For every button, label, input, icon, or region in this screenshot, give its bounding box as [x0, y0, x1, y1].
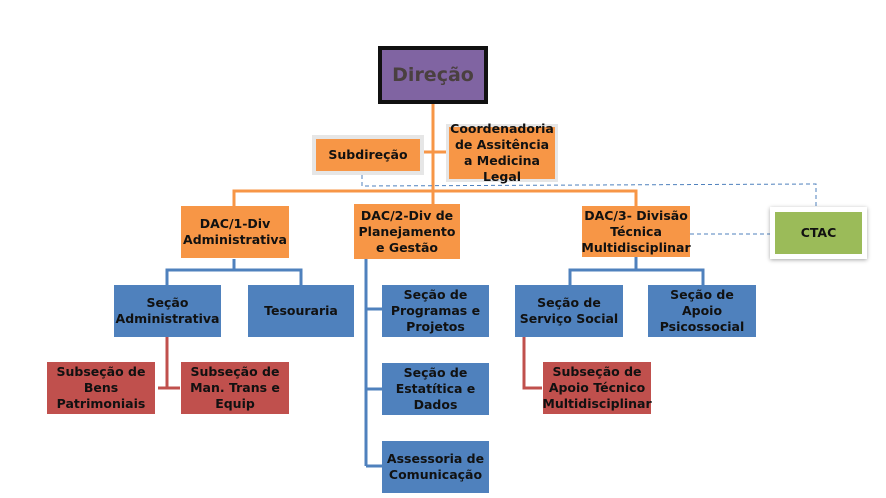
node-dac1-label: DAC/1-Div Administrativa: [183, 216, 287, 247]
connector-dac1-sections: [165, 268, 303, 286]
node-tesouraria-label: Tesouraria: [264, 303, 338, 318]
node-tesouraria[interactable]: Tesouraria: [248, 285, 354, 337]
connector-divisions: [232, 189, 638, 206]
node-dac2[interactable]: DAC/2-Div de Planejamento e Gestão: [354, 204, 460, 259]
node-secao-servico-social[interactable]: Seção de Serviço Social: [515, 285, 623, 337]
node-ctac-label: CTAC: [800, 225, 837, 240]
node-assessoria-comunicacao-label: Assessoria de Comunicação: [386, 451, 485, 482]
node-subsecao-apoio-tecnico-label: Subseção de Apoio Técnico Multidisciplin…: [542, 364, 652, 411]
node-subdirecao[interactable]: Subdireção: [312, 135, 424, 175]
node-secao-servico-social-label: Seção de Serviço Social: [519, 295, 619, 326]
dashed-subdirecao-link: [361, 175, 817, 208]
node-secao-administrativa-label: Seção Administrativa: [115, 295, 220, 326]
node-direcao-label: Direção: [392, 64, 474, 86]
node-dac3[interactable]: DAC/3- Divisão Técnica Multidisciplinar: [581, 206, 691, 257]
node-dac3-label: DAC/3- Divisão Técnica Multidisciplinar: [581, 207, 691, 255]
node-secao-programas-label: Seção de Programas e Projetos: [390, 287, 481, 334]
node-assessoria-comunicacao[interactable]: Assessoria de Comunicação: [382, 441, 489, 493]
node-dac1[interactable]: DAC/1-Div Administrativa: [181, 206, 289, 258]
node-subdirecao-label: Subdireção: [328, 147, 408, 162]
node-direcao[interactable]: Direção: [378, 46, 488, 104]
node-subsecao-bens-label: Subseção de Bens Patrimoniais: [56, 364, 146, 411]
node-coordenadoria-label: Coordenadoria de Assitência a Medicina L…: [450, 121, 554, 184]
node-secao-estatistica[interactable]: Seção de Estatítica e Dados: [382, 363, 489, 415]
node-subsecao-bens[interactable]: Subseção de Bens Patrimoniais: [47, 362, 155, 414]
connector-dac3-sections: [568, 268, 705, 286]
node-secao-estatistica-label: Seção de Estatítica e Dados: [395, 365, 476, 412]
node-secao-programas[interactable]: Seção de Programas e Projetos: [382, 285, 489, 337]
node-secao-apoio-psicossocial[interactable]: Seção de Apoio Psicossocial: [648, 285, 756, 337]
node-ctac[interactable]: CTAC: [770, 207, 867, 259]
node-secao-apoio-psicossocial-label: Seção de Apoio Psicossocial: [659, 287, 745, 334]
node-coordenadoria[interactable]: Coordenadoria de Assitência a Medicina L…: [446, 121, 558, 184]
connector-servico-sub: [522, 337, 542, 390]
node-dac2-label: DAC/2-Div de Planejamento e Gestão: [358, 207, 456, 255]
node-subsecao-man[interactable]: Subseção de Man. Trans e Equip: [181, 362, 289, 414]
node-subsecao-apoio-tecnico[interactable]: Subseção de Apoio Técnico Multidisciplin…: [542, 362, 652, 414]
node-subsecao-man-label: Subseção de Man. Trans e Equip: [190, 364, 280, 411]
node-secao-administrativa[interactable]: Seção Administrativa: [114, 285, 221, 337]
